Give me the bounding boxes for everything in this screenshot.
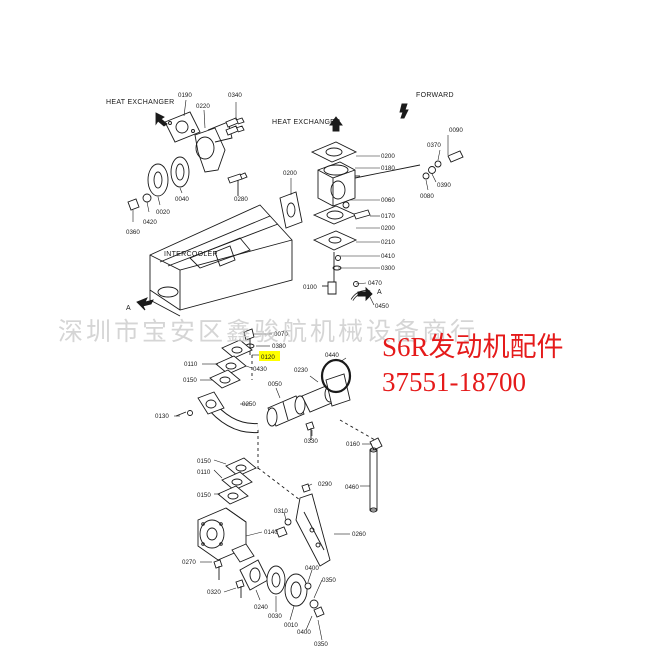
callout: 0040: [175, 196, 189, 203]
callout: 0260: [352, 531, 366, 538]
callout: 0020: [156, 209, 170, 216]
callout: 0470: [368, 280, 382, 287]
callout: 0110: [184, 361, 198, 368]
callout: 0230: [294, 367, 308, 374]
leader-lines: [132, 99, 449, 641]
callout: 0330: [304, 438, 318, 445]
callout: 0310: [274, 508, 288, 515]
callout: 0420: [143, 219, 157, 226]
callout: 0160: [346, 441, 360, 448]
view-arrow-left-hx: [155, 112, 168, 127]
left-heat-exchanger-group: [127, 111, 248, 211]
callout: 0350: [322, 577, 336, 584]
callout: 0460: [345, 484, 359, 491]
view-a-arrow-lower: [357, 286, 373, 302]
callout: 0300: [381, 265, 395, 272]
callout: 0210: [381, 239, 395, 246]
label-view-a-lower: A: [377, 289, 382, 296]
callout: 0130: [155, 413, 169, 420]
callout: 0270: [182, 559, 196, 566]
view-a-arrow-upper: [136, 297, 154, 311]
hx-right-arrow: [329, 116, 343, 132]
callout: 0150: [197, 458, 211, 465]
intercooler: [149, 204, 293, 317]
callout: 0440: [325, 352, 339, 359]
callout: 0280: [234, 196, 248, 203]
callout: 0450: [375, 303, 389, 310]
callout: 0340: [228, 92, 242, 99]
callout: 0150: [183, 377, 197, 384]
upper-right-fasteners: [422, 150, 464, 180]
callout: 0110: [197, 469, 211, 476]
lower-pump-group: [197, 457, 331, 618]
callout: 0370: [427, 142, 441, 149]
callout: 0380: [272, 343, 286, 350]
callout: 0010: [284, 622, 298, 629]
forward-arrow: [399, 103, 409, 119]
label-view-a-upper: A: [126, 305, 131, 312]
callout: 0400: [297, 629, 311, 636]
callout: 0410: [381, 253, 395, 260]
middle-pipe-group: [175, 328, 376, 470]
callout: 0200: [381, 225, 395, 232]
callout: 0250: [242, 401, 256, 408]
label-heat-exchanger-left: HEAT EXCHANGER: [106, 99, 175, 106]
callout: 0360: [126, 229, 140, 236]
product-title: S6R发动机配件 37551-18700: [382, 330, 564, 400]
callout: 0240: [254, 604, 268, 611]
callout-numbers: 0190 0220 0340 0040 0020 0420 0360 0280 …: [126, 92, 463, 648]
callout: 0430: [253, 366, 267, 373]
highlight-0120: [259, 351, 280, 361]
callout: 0050: [268, 381, 282, 388]
part-number: 37551-18700: [382, 367, 526, 397]
callout: 0180: [381, 165, 395, 172]
callout: 0350: [314, 641, 328, 648]
callout: 0100: [303, 284, 317, 291]
callout: 0400: [305, 565, 319, 572]
drain-pipe: [369, 437, 383, 513]
callout: 0140: [264, 529, 278, 536]
label-heat-exchanger-right: HEAT EXCHANGER: [272, 119, 341, 126]
callout: 0030: [268, 613, 282, 620]
callout: 0080: [420, 193, 434, 200]
callout-highlighted: 0120: [261, 354, 275, 361]
callout: 0190: [178, 92, 192, 99]
callout: 0060: [381, 197, 395, 204]
callout: 0170: [381, 213, 395, 220]
callout: 0320: [207, 589, 221, 596]
callout: 0390: [437, 182, 451, 189]
callout: 0090: [449, 127, 463, 134]
callout: 0200: [381, 153, 395, 160]
callout: 0200: [283, 170, 297, 177]
label-forward: FORWARD: [416, 92, 454, 99]
product-name: S6R发动机配件: [382, 332, 564, 362]
callout: 0290: [318, 481, 332, 488]
right-heat-exchanger-group: [279, 141, 421, 301]
callout: 0220: [196, 103, 210, 110]
label-intercooler: INTERCOOLER: [164, 251, 218, 258]
callout: 0150: [197, 492, 211, 499]
callout: 0070: [274, 331, 288, 338]
